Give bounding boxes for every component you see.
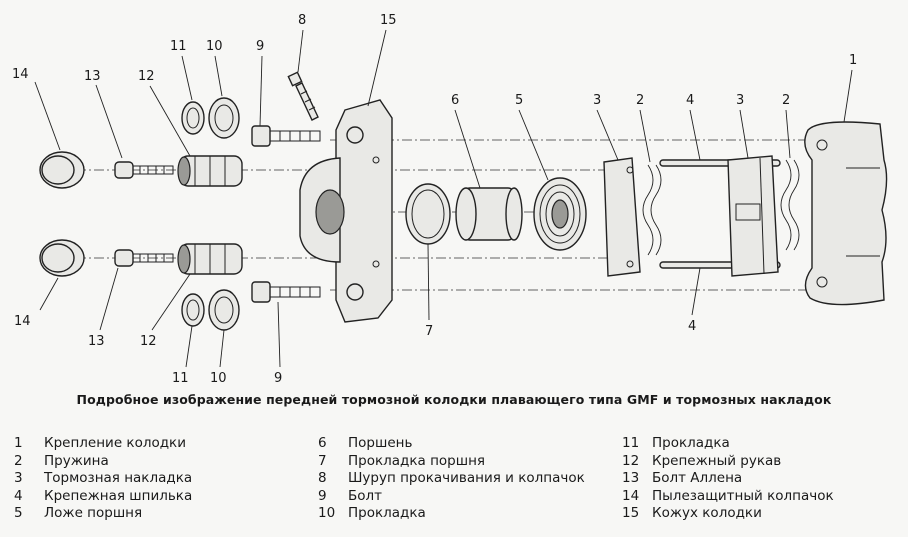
caliper-housing xyxy=(299,99,393,323)
legend-number: 2 xyxy=(14,452,23,469)
seal-11-lower xyxy=(181,293,205,327)
legend-label: Болт Аллена xyxy=(652,470,743,487)
callout-12-upper: 12 xyxy=(138,69,155,84)
callout-4-upper: 4 xyxy=(686,93,694,108)
legend-item: 2 Пружина xyxy=(14,453,192,471)
legend-number: 4 xyxy=(14,487,23,504)
allen-bolt-upper xyxy=(114,161,174,179)
dust-cap-lower xyxy=(39,239,85,277)
legend-number: 11 xyxy=(622,435,640,451)
legend-label: Крепежный рукав xyxy=(652,452,782,469)
callout-9-upper: 9 xyxy=(256,39,264,54)
legend-item: 7 Прокладка поршня xyxy=(318,453,585,471)
mounting-sleeve-upper xyxy=(177,155,243,187)
legend-number: 1 xyxy=(14,435,23,451)
callout-10-upper: 10 xyxy=(206,39,223,54)
brake-pad-outer xyxy=(727,155,779,277)
mounting-sleeve-lower xyxy=(177,243,243,275)
legend-item: 6 Поршень xyxy=(318,435,585,453)
callout-11-upper: 11 xyxy=(170,39,187,54)
legend-number: 6 xyxy=(318,435,327,451)
legend-column-2: 6 Поршень 7 Прокладка поршня 8 Шуруп прокач… xyxy=(318,435,585,523)
legend-item: 4 Крепежная шпилька xyxy=(14,488,192,506)
legend-label: Ложе поршня xyxy=(44,505,143,522)
legend-number: 9 xyxy=(318,487,327,504)
bolt-lower xyxy=(251,281,321,303)
brake-pad-inner xyxy=(603,157,641,277)
legend-item: 12 Крепежный рукав xyxy=(622,453,834,471)
legend-label: Пружина xyxy=(44,452,109,469)
legend-label: Тормозная накладка xyxy=(44,470,193,487)
legend-item: 9 Болт xyxy=(318,488,585,506)
callout-3-right: 3 xyxy=(736,93,744,108)
callout-11-lower: 11 xyxy=(172,371,189,386)
callout-7: 7 xyxy=(425,324,433,339)
legend-item: 10 Прокладка xyxy=(318,505,585,523)
legend-label: Прокладка поршня xyxy=(348,452,486,469)
callout-9-lower: 9 xyxy=(274,371,282,386)
legend-number: 3 xyxy=(14,470,23,487)
exploded-caliper-diagram: 1 2 2 3 3 4 4 5 6 7 8 9 9 10 10 11 11 12… xyxy=(12,13,888,386)
callout-10-lower: 10 xyxy=(210,371,227,386)
callout-15: 15 xyxy=(380,13,397,28)
legend-item: 1 Крепление колодки xyxy=(14,435,192,453)
callout-8: 8 xyxy=(298,13,306,28)
spring-left xyxy=(642,164,662,256)
callout-2-left: 2 xyxy=(636,93,644,108)
legend-number: 7 xyxy=(318,452,327,469)
legend-label: Кожух колодки xyxy=(652,505,762,522)
bolt-upper xyxy=(251,125,321,147)
legend-item: 15 Кожух колодки xyxy=(622,505,834,523)
callout-5: 5 xyxy=(515,93,523,108)
spring-right xyxy=(780,159,800,251)
legend-number: 10 xyxy=(318,505,336,522)
callout-13-upper: 13 xyxy=(84,69,101,84)
legend-number: 13 xyxy=(622,470,640,487)
legend-label: Крепежная шпилька xyxy=(44,487,193,504)
legend-label: Прокладка xyxy=(652,435,730,451)
piston-boot xyxy=(533,177,587,251)
legend-item: 5 Ложе поршня xyxy=(14,505,192,523)
allen-bolt-lower xyxy=(114,249,174,267)
legend-column-3: 11 Прокладка 12 Крепежный рукав 13 Болт Алл… xyxy=(622,435,834,523)
seal-10-upper xyxy=(208,97,240,139)
legend-number: 8 xyxy=(318,470,327,487)
callout-3-left: 3 xyxy=(593,93,601,108)
callout-numbers: 1 2 2 3 3 4 4 5 6 7 8 9 9 10 10 11 11 12… xyxy=(12,13,857,386)
callout-13-lower: 13 xyxy=(88,334,105,349)
callout-1: 1 xyxy=(849,53,857,68)
callout-14-upper: 14 xyxy=(12,67,29,82)
legend-label: Болт xyxy=(348,487,383,504)
legend-label: Поршень xyxy=(348,435,413,451)
callout-12-lower: 12 xyxy=(140,334,157,349)
legend-number: 5 xyxy=(14,505,23,522)
figure-caption: Подробное изображение передней тормозной… xyxy=(76,392,832,407)
piston-seal xyxy=(405,183,451,245)
legend-number: 14 xyxy=(622,487,640,504)
caliper-bracket xyxy=(804,121,888,306)
legend-label: Прокладка xyxy=(348,505,426,522)
seal-11-upper xyxy=(181,101,205,135)
legend-column-1: 1 Крепление колодки 2 Пружина 3 Тормозная н… xyxy=(14,435,192,523)
callout-4-lower: 4 xyxy=(688,319,696,334)
legend-label: Крепление колодки xyxy=(44,435,186,451)
legend-item: 8 Шуруп прокачивания и колпачок xyxy=(318,470,585,488)
legend-label: Пылезащитный колпачок xyxy=(652,487,834,504)
callout-14-lower: 14 xyxy=(14,314,31,329)
legend-item: 13 Болт Аллена xyxy=(622,470,834,488)
seal-10-lower xyxy=(208,289,240,331)
callout-2-right: 2 xyxy=(782,93,790,108)
legend-item: 3 Тормозная накладка xyxy=(14,470,192,488)
piston xyxy=(455,187,523,241)
callout-leaders xyxy=(34,29,853,368)
legend-label: Шуруп прокачивания и колпачок xyxy=(348,470,585,487)
legend-number: 15 xyxy=(622,505,640,522)
callout-6: 6 xyxy=(451,93,459,108)
legend-number: 12 xyxy=(622,452,640,469)
bleed-screw xyxy=(287,71,319,121)
dust-cap-upper xyxy=(39,151,85,189)
legend-item: 11 Прокладка xyxy=(622,435,834,453)
legend-item: 14 Пылезащитный колпачок xyxy=(622,488,834,506)
